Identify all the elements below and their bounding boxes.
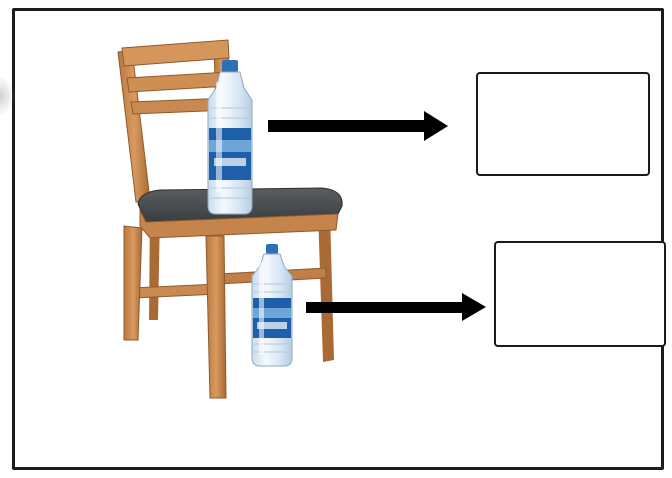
chair-rear-leg-right bbox=[318, 212, 334, 362]
bottle-label bbox=[209, 128, 251, 180]
chair-front-leg-left bbox=[124, 226, 142, 340]
arrow-top bbox=[268, 111, 448, 141]
chair-back-slat-middle bbox=[127, 72, 229, 92]
chair-back-slat-top bbox=[122, 40, 229, 66]
chair-front-leg-right bbox=[206, 236, 226, 398]
answer-box-bottom[interactable] bbox=[494, 241, 666, 347]
bottle-cap bbox=[222, 60, 238, 72]
chair-stretcher-side bbox=[132, 284, 218, 298]
answer-box-top[interactable] bbox=[476, 72, 650, 176]
arrow-bottom bbox=[306, 293, 486, 321]
chair-back-post-left bbox=[118, 50, 150, 202]
bottle-cap bbox=[266, 244, 278, 254]
bottle-under-chair bbox=[252, 244, 292, 366]
